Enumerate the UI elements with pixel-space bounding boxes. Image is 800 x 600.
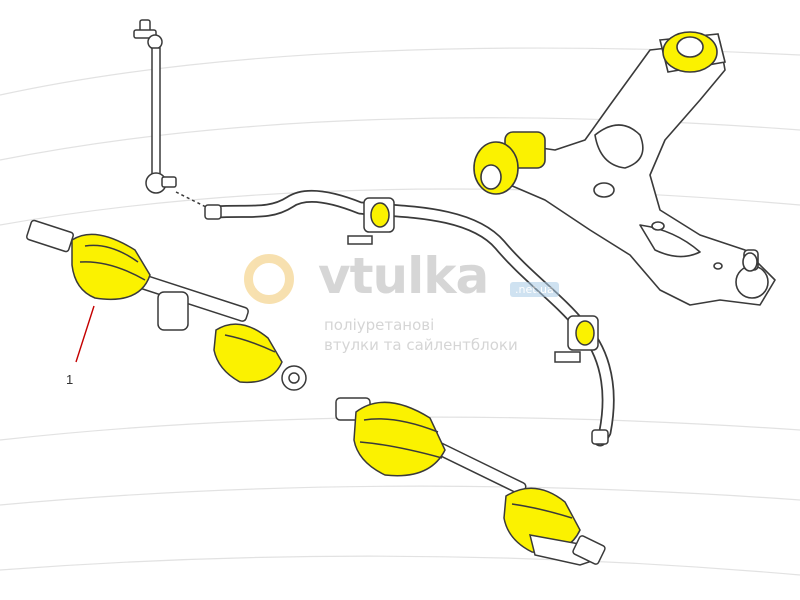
drive-shaft-lower xyxy=(335,397,606,566)
control-arm-front-bushing xyxy=(473,131,546,195)
ring-logo-icon xyxy=(244,254,294,304)
callout-label-1: 1 xyxy=(66,372,74,387)
callout-leader-line xyxy=(75,305,95,363)
drive-shaft-upper xyxy=(26,219,307,391)
watermark: vtulka .net.ua поліуретанові втулки та с… xyxy=(238,244,568,364)
stabilizer-link xyxy=(133,19,213,211)
watermark-brand: vtulka xyxy=(318,247,489,305)
watermark-tagline-line2: втулки та сайлентблоки xyxy=(324,336,518,354)
stabilizer-mount-right xyxy=(554,315,599,363)
stabilizer-mount-left xyxy=(347,197,395,245)
watermark-tagline-line1: поліуретанові xyxy=(324,316,435,334)
watermark-tld: .net.ua xyxy=(510,282,559,297)
control-arm-rear-bushing xyxy=(659,31,726,73)
control-arm xyxy=(489,41,776,306)
